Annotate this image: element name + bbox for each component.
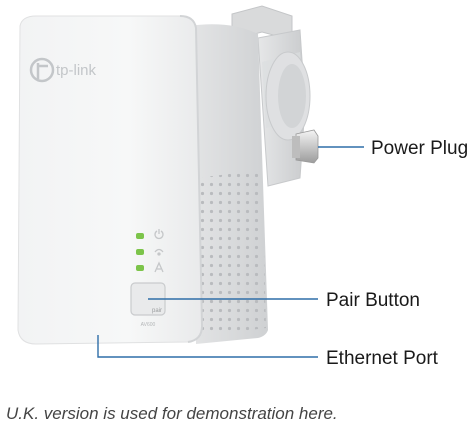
side-panel bbox=[188, 24, 268, 344]
pair-button-label: Pair Button bbox=[326, 290, 420, 311]
pair-button-text: pair bbox=[152, 308, 162, 314]
power-icon bbox=[154, 229, 164, 240]
ethernet-led bbox=[136, 265, 144, 271]
ethernet-icon bbox=[154, 261, 164, 273]
powerline-led bbox=[136, 249, 144, 255]
device-body bbox=[17, 15, 204, 345]
callout-lines bbox=[97, 146, 364, 358]
model-mark: AV600 bbox=[141, 322, 156, 328]
brand-text: tp-link bbox=[56, 62, 97, 79]
tp-link-logo: tp-link bbox=[29, 57, 97, 83]
plug-pin bbox=[292, 129, 319, 164]
status-leds bbox=[136, 229, 164, 273]
power-led bbox=[136, 233, 144, 239]
ethernet-port-label: Ethernet Port bbox=[326, 348, 439, 369]
ethernet-port-leader bbox=[97, 335, 318, 358]
footnote: U.K. version is used for demonstration h… bbox=[6, 404, 338, 423]
powerline-icon bbox=[154, 248, 164, 256]
power-plug-label: Power Plug bbox=[371, 138, 468, 159]
